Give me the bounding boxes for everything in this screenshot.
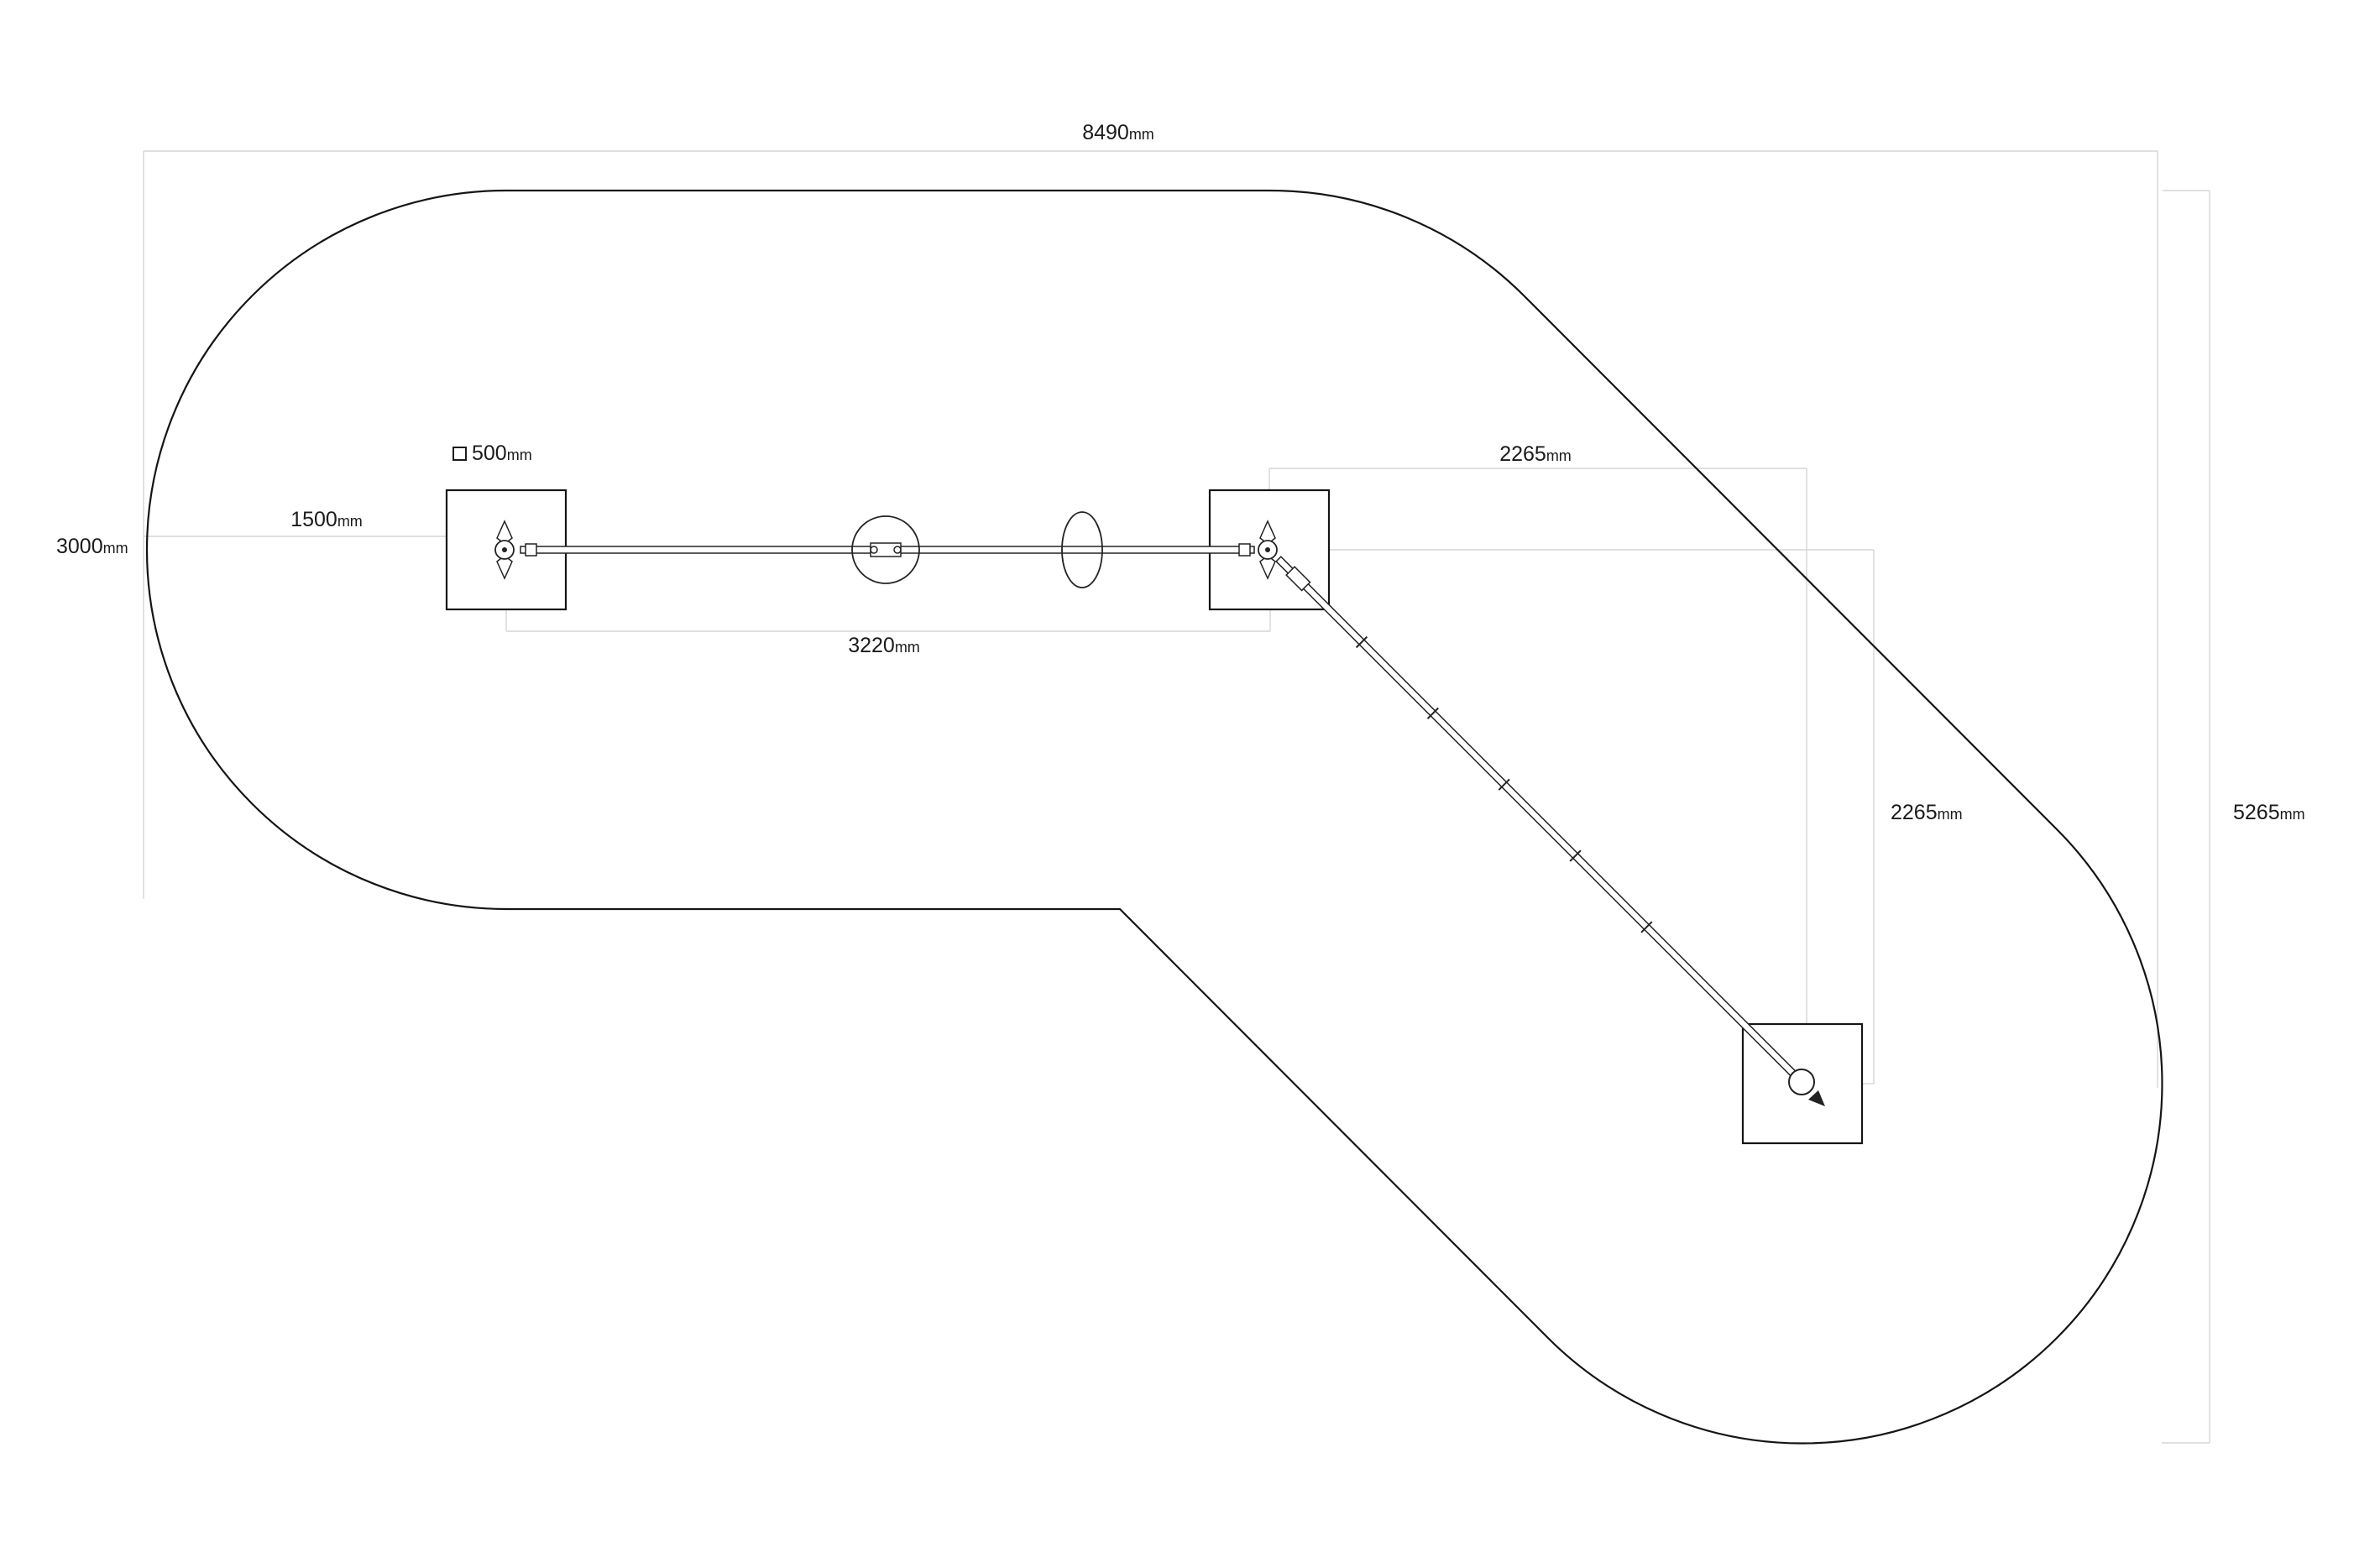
- tensioner-left-icon: [494, 520, 515, 580]
- dimension-lines: [143, 150, 2210, 1444]
- square-footprint-icon: [452, 447, 467, 461]
- end-anchor-ring-icon: [1788, 1069, 1815, 1095]
- trolley-hook-left-icon: [870, 546, 878, 554]
- cable-fitting-right-icon: [1238, 543, 1251, 557]
- seat-ring-icon: [1061, 511, 1103, 588]
- dim-post-footprint-label: 500mm: [472, 442, 532, 465]
- dim-overall-height-label: 5265mm: [2233, 801, 2305, 824]
- dim-cable-span-label: 3220mm: [848, 634, 920, 657]
- tensioner-middle-icon: [1258, 520, 1278, 580]
- dim-left-height-label: 3000mm: [56, 535, 128, 558]
- tensioner-bolt: [1265, 547, 1270, 552]
- trolley-hook-right-icon: [893, 546, 902, 554]
- cable-clamp-icon: [1498, 778, 1510, 791]
- cable-clamp-icon: [1426, 707, 1439, 719]
- cable-clamp-icon: [1569, 849, 1582, 862]
- dimension-labels: 8490mm 3000mm 1500mm 500mm 2265mm 2265mm…: [56, 121, 2305, 824]
- tensioner-bolt: [502, 547, 507, 552]
- dim-overall-width-label: 8490mm: [1082, 121, 1154, 144]
- direction-arrow-icon: [1808, 1090, 1825, 1106]
- cable-end-anchor: [1788, 1069, 1825, 1106]
- dim-diagonal-drop-label: 2265mm: [1891, 801, 1963, 824]
- safety-zone-outline: [145, 189, 2163, 1445]
- cable-fitting-left-icon: [525, 543, 537, 557]
- cable-clamp-icon: [1355, 635, 1368, 649]
- dim-upper-run-label: 2265mm: [1499, 442, 1572, 466]
- cable-horizontal: [520, 511, 1255, 588]
- trolley-body-icon: [870, 542, 902, 557]
- dim-left-clearance-label: 1500mm: [290, 508, 363, 531]
- cable-clamp-icon: [1640, 921, 1653, 933]
- trolley-ring-icon: [851, 515, 920, 584]
- cable-diagonal-fitting-icon: [1285, 566, 1311, 592]
